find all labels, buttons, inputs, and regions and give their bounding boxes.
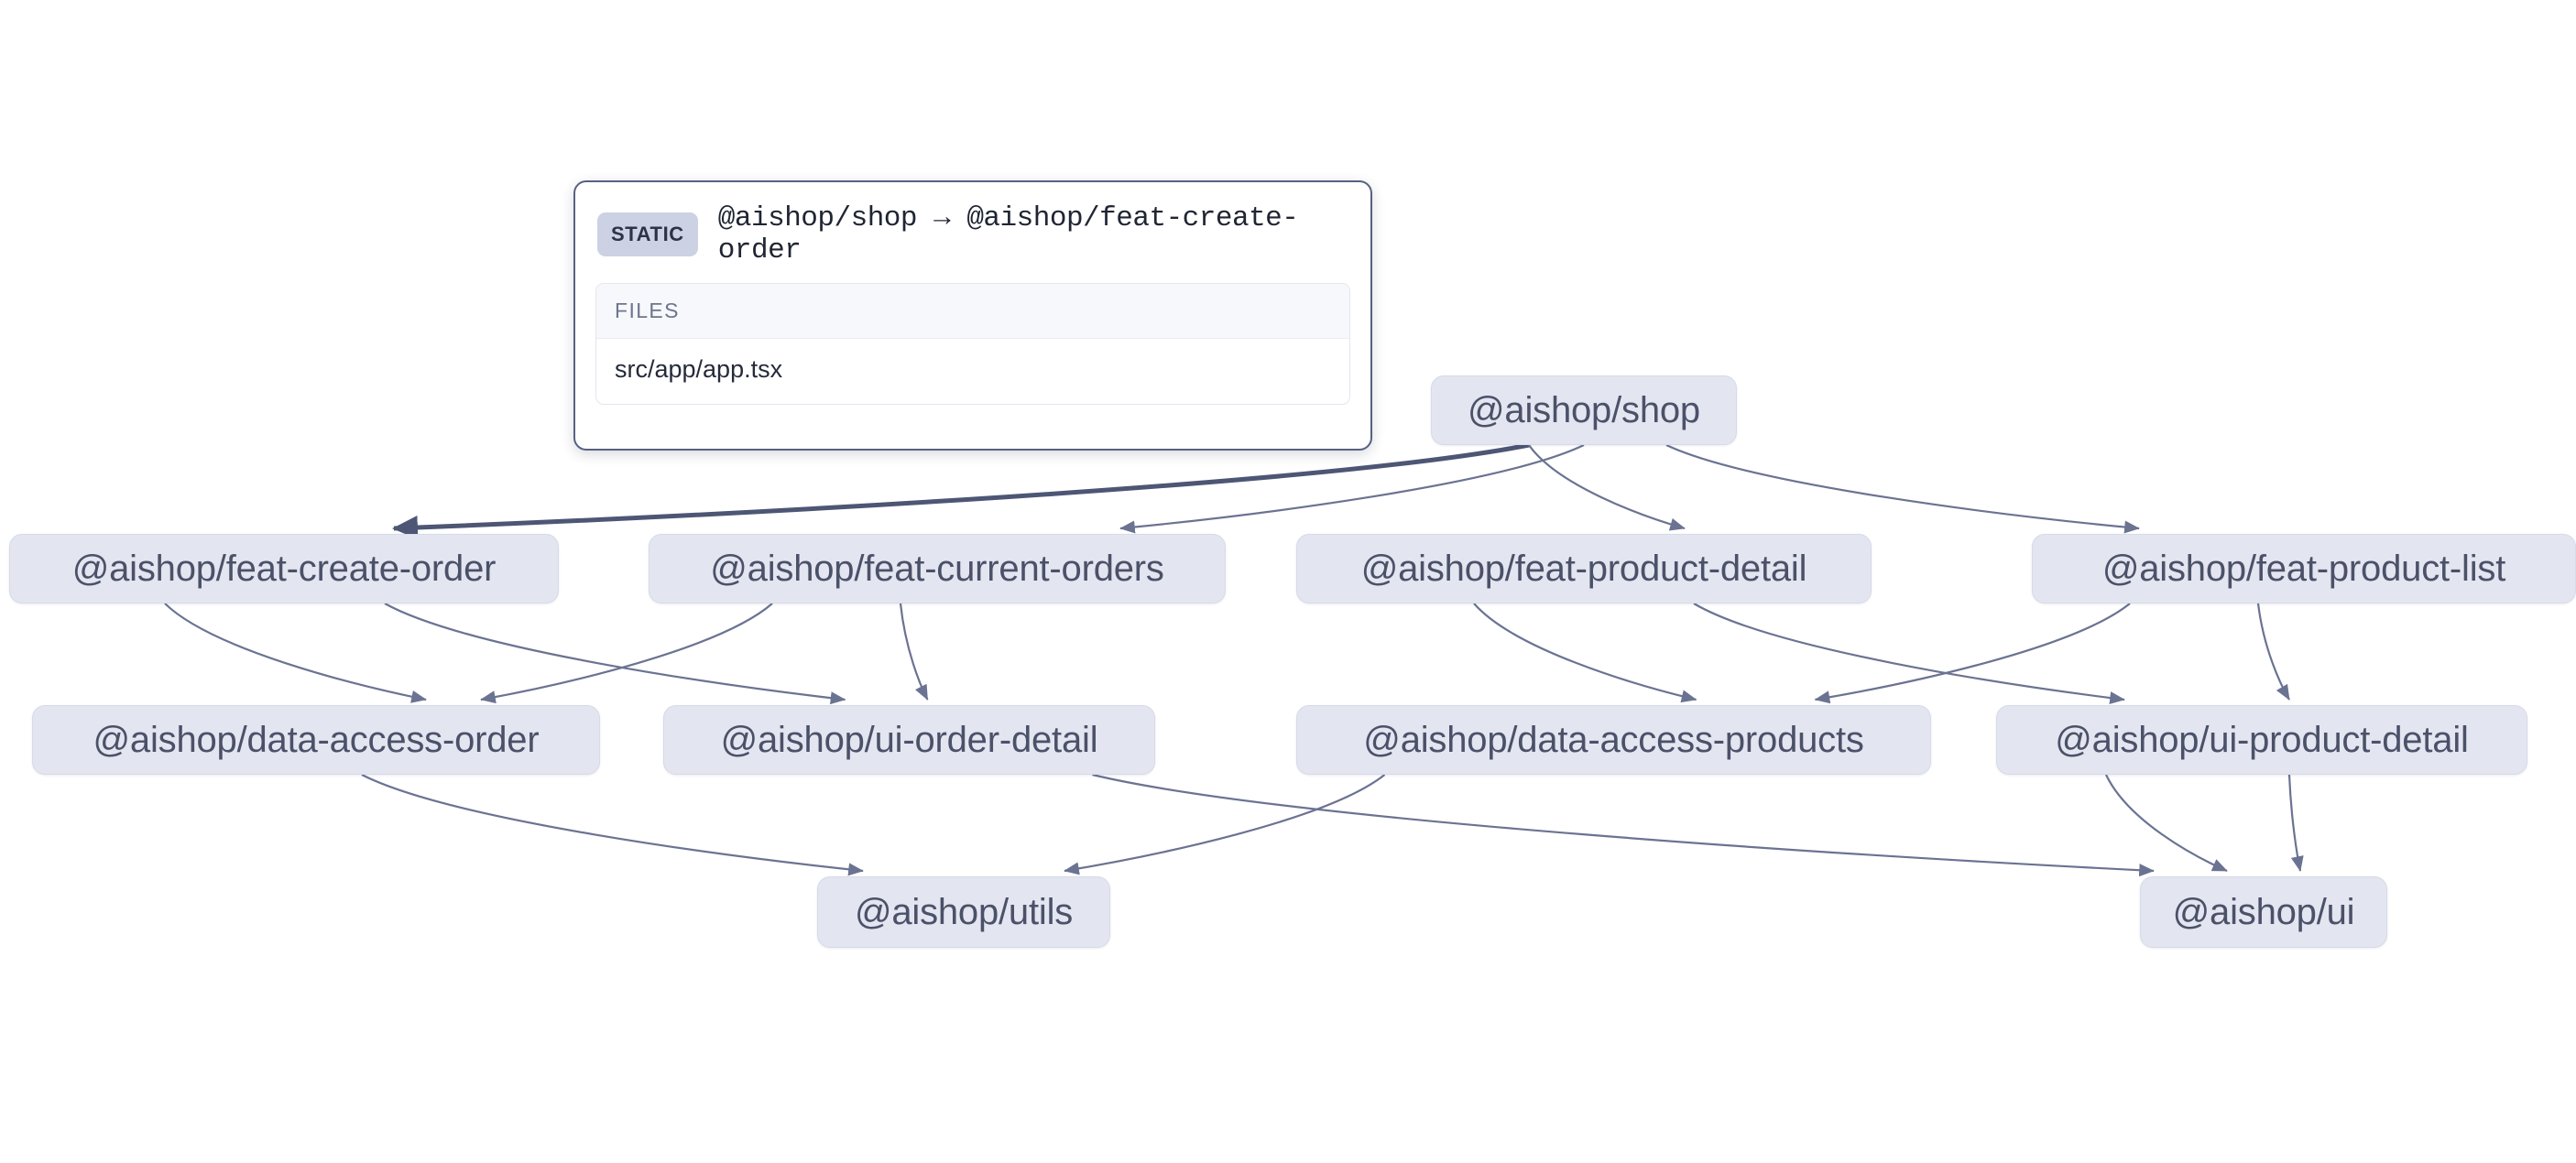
graph-edge[interactable] <box>1092 773 2155 877</box>
node-label: @aishop/feat-product-detail <box>1360 548 1807 589</box>
node-label: @aishop/feat-product-list <box>2101 548 2506 589</box>
tooltip-header: STATIC @aishop/shop → @aishop/feat-creat… <box>595 199 1350 283</box>
graph-edge[interactable] <box>2256 603 2290 701</box>
graph-node-ui[interactable]: @aishop/ui <box>2140 876 2387 948</box>
graph-node-ui-product-detail[interactable]: @aishop/ui-product-detail <box>1996 705 2527 775</box>
node-label: @aishop/shop <box>1468 389 1700 430</box>
graph-edge[interactable] <box>2105 774 2228 873</box>
graph-edge[interactable] <box>480 603 773 704</box>
graph-node-feat-create-order[interactable]: @aishop/feat-create-order <box>9 534 559 603</box>
node-label: @aishop/data-access-order <box>93 719 540 760</box>
files-panel-header: FILES <box>596 284 1349 339</box>
graph-node-feat-current-orders[interactable]: @aishop/feat-current-orders <box>649 534 1226 603</box>
graph-node-feat-product-detail[interactable]: @aishop/feat-product-detail <box>1296 534 1872 603</box>
node-label: @aishop/feat-current-orders <box>710 548 1164 589</box>
status-badge: STATIC <box>597 212 698 256</box>
graph-node-shop[interactable]: @aishop/shop <box>1431 375 1737 445</box>
graph-edge[interactable] <box>1119 444 1585 534</box>
graph-edge[interactable] <box>392 442 1530 539</box>
graph-node-utils[interactable]: @aishop/utils <box>817 876 1110 948</box>
graph-node-data-access-products[interactable]: @aishop/data-access-products <box>1296 705 1931 775</box>
graph-edge[interactable] <box>2287 774 2304 872</box>
node-label: @aishop/utils <box>854 891 1074 932</box>
graph-edge[interactable] <box>384 603 846 705</box>
graph-edge[interactable] <box>899 603 929 701</box>
graph-edge[interactable] <box>1693 603 2125 705</box>
graph-node-feat-product-list[interactable]: @aishop/feat-product-list <box>2032 534 2576 603</box>
graph-edge[interactable] <box>164 603 427 703</box>
file-list-item: src/app/app.tsx <box>615 355 783 383</box>
graph-edge[interactable] <box>361 774 864 876</box>
node-label: @aishop/feat-create-order <box>71 548 497 589</box>
graph-edge[interactable] <box>1814 603 2131 704</box>
graph-edge[interactable] <box>1473 603 1697 703</box>
graph-node-ui-order-detail[interactable]: @aishop/ui-order-detail <box>663 705 1155 775</box>
graph-node-data-access-order[interactable]: @aishop/data-access-order <box>32 705 600 775</box>
node-label: @aishop/data-access-products <box>1363 719 1864 760</box>
node-label: @aishop/ui-product-detail <box>2055 719 2469 760</box>
node-label: @aishop/ui <box>2172 891 2355 932</box>
files-panel: FILES src/app/app.tsx <box>595 283 1350 405</box>
edge-detail-tooltip: STATIC @aishop/shop → @aishop/feat-creat… <box>573 180 1372 451</box>
node-label: @aishop/ui-order-detail <box>720 719 1098 760</box>
graph-edge[interactable] <box>1665 444 2140 534</box>
graph-edge[interactable] <box>1064 774 1386 875</box>
graph-edge[interactable] <box>1528 444 1686 531</box>
tooltip-title: @aishop/shop → @aishop/feat-create-order <box>717 202 1299 266</box>
